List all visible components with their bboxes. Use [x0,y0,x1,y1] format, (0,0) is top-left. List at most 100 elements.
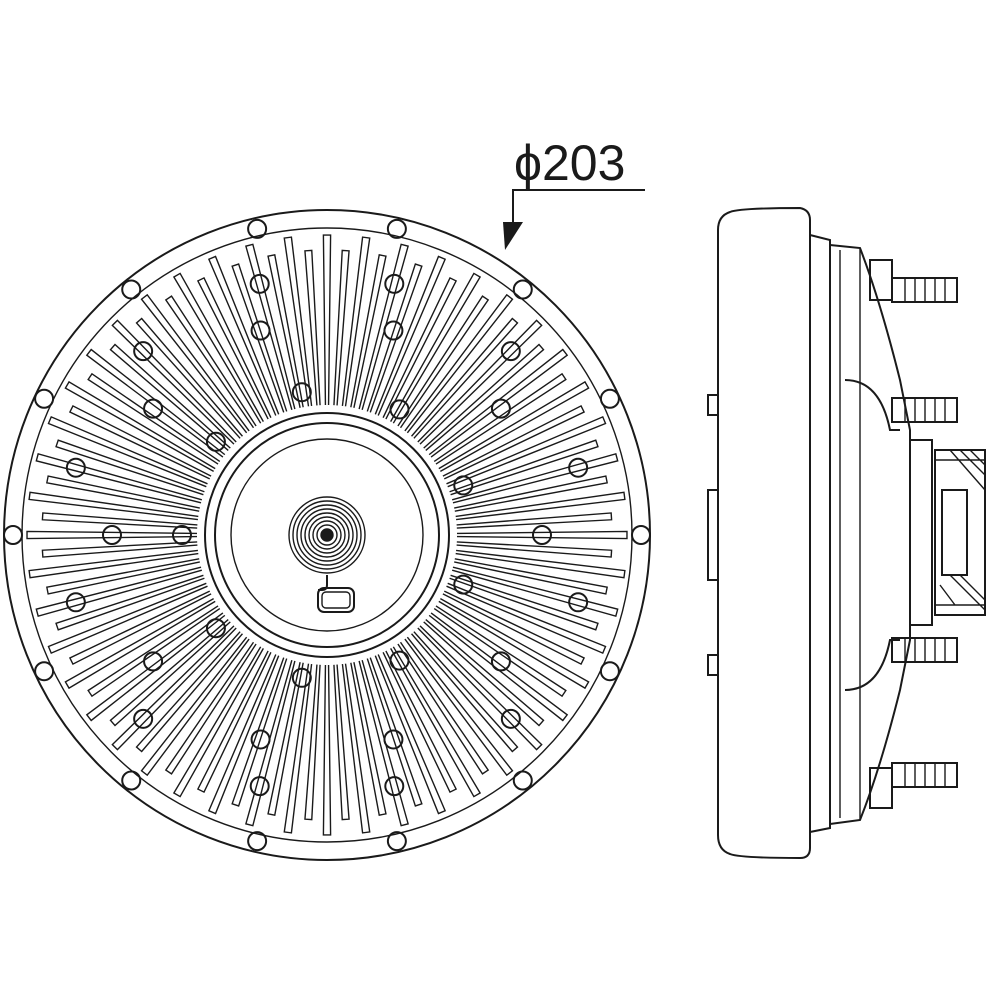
cooling-fin [267,254,304,408]
cooling-fin [456,512,613,529]
bolt-hole [383,729,404,750]
nut-thread [941,489,968,576]
cooling-fin [322,234,332,406]
cooling-fin [446,582,607,655]
cooling-fin [446,415,607,488]
cooling-fin [411,631,519,753]
cooling-fin [438,380,590,472]
spring-clip-inner [321,591,351,609]
cooling-fin [304,249,321,406]
nut-hatching [935,449,986,611]
spring-coil-turn [316,524,338,546]
cooling-fin [64,380,216,472]
cooling-fin [41,541,198,558]
bolt-hole [490,398,511,419]
cooling-fin [455,491,626,521]
body-housing [829,244,911,825]
rim-tab-1 [707,394,719,416]
rim-side [717,206,811,860]
cooling-fin [304,664,321,821]
bolt-hole [532,525,552,545]
cooling-fin [135,317,243,439]
cooling-fin [164,641,257,775]
cooling-fin [140,293,250,434]
bolt-holes [3,218,651,852]
front-view [3,209,651,861]
cooling-fin [68,590,212,666]
cooling-fin [423,619,545,727]
cooling-fin [382,276,458,420]
cooling-fin [382,650,458,794]
cooling-fin [109,343,231,451]
bolt-hole [389,399,410,420]
cooling-fin [397,641,490,775]
bolt-hole [500,708,521,729]
bolt-hole [291,667,312,688]
bolt-hole [490,651,511,672]
stud-base-1 [869,259,893,301]
bolt-hole [65,592,86,613]
bolt-hole [205,431,226,452]
shaft-flange [909,439,933,626]
spring-coil-turn [296,504,358,566]
housing-contour [844,379,900,691]
bolt-hole [386,218,407,239]
side-view [707,206,986,860]
spring-coil-turn [300,508,354,562]
rim-tab-3 [707,489,719,581]
bolt-hole [631,525,651,545]
bolt-hole [383,320,404,341]
cooling-fin [140,636,250,777]
cooling-fin [46,475,200,512]
cooling-fin [449,574,599,631]
cooling-fin [397,295,490,429]
cooling-fin [404,636,514,777]
cooling-fin [423,343,545,451]
bolt-hole [121,770,142,791]
cooling-fin [374,654,447,815]
cooling-fin [47,582,208,655]
bolt-hole [384,776,405,797]
cooling-fin [64,598,216,690]
cooling-fin [55,439,205,496]
cooling-fin [390,646,482,798]
cooling-fin [417,625,543,751]
cooling-fin [41,512,198,529]
cooling-fin [454,475,608,512]
cooling-fin [111,625,237,751]
bolt-hole [102,525,122,545]
bolt-hole [247,831,268,852]
bolt-hole [453,475,474,496]
coil-center [321,529,333,541]
bolt-hole [34,388,55,409]
cooling-fin [196,650,272,794]
leader-arrow-icon [503,222,523,250]
bolt-hole [249,273,270,294]
cooling-fin [68,404,212,480]
stud-base-4 [869,767,893,809]
bolt-hole [389,650,410,671]
cooling-fin [350,662,387,816]
cooling-fin [135,631,243,753]
mounting-studs [891,277,958,788]
cooling-fin [26,530,198,540]
cooling-fin [267,662,304,816]
cooling-fin [456,541,613,558]
bolt-hole [34,661,55,682]
cooling-fin [164,295,257,429]
cooling-fin [333,249,350,406]
spring-coil-turn [304,512,350,558]
cooling-fin [35,566,203,617]
bolt-hole [249,776,270,797]
bolt-hole [599,661,620,682]
cooling-fin [454,558,608,595]
bolt-hole [247,218,268,239]
cooling-fin [207,654,280,815]
cooling-fin [449,439,599,496]
cooling-fin [55,574,205,631]
body-flange [809,234,831,833]
spring-coil-turn [288,496,366,574]
bolt-hole [386,831,407,852]
cooling-fin [404,293,514,434]
bolt-hole [512,770,533,791]
